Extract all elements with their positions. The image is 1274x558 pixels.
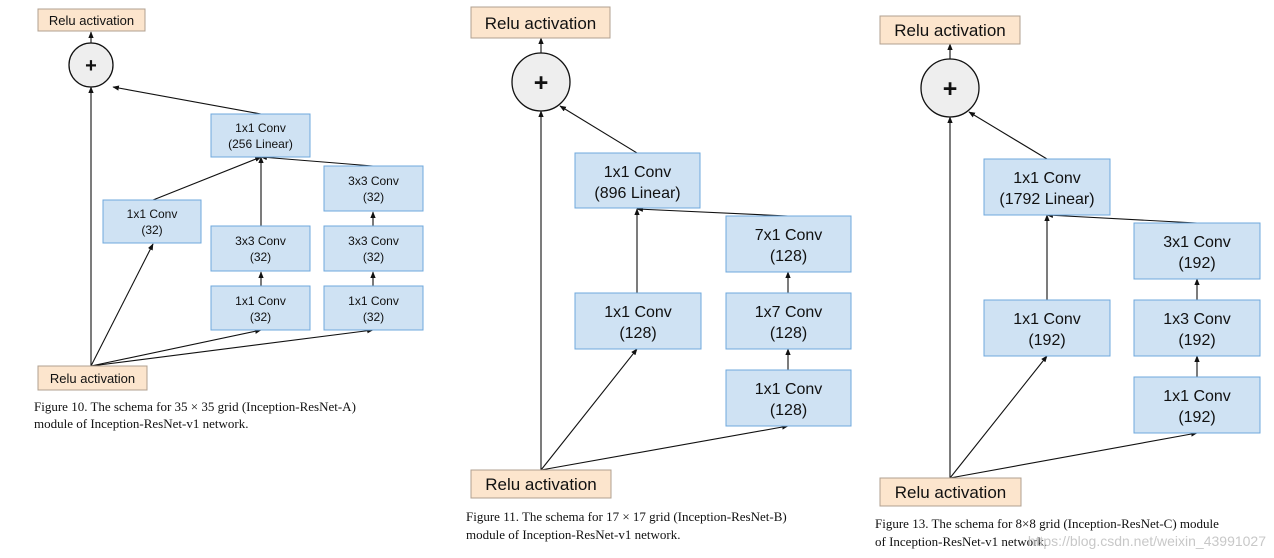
relu-label: Relu activation [894, 21, 1006, 40]
conv-linear-b: 1x1 Conv (896 Linear) [574, 152, 701, 209]
plus-label: + [943, 75, 958, 103]
conv-label: 1x1 Conv [604, 304, 672, 321]
diagram-inception-resnet-b: Relu activation + 1x1 Conv (896 Linear) … [466, 6, 852, 542]
add-node-b: + [511, 52, 571, 112]
conv-size-label: (32) [363, 310, 384, 324]
conv-branch3-top-a: 3x3 Conv (32) [323, 165, 424, 212]
diagram-inception-resnet-c: Relu activation + 1x1 Conv (1792 Linear)… [875, 15, 1261, 549]
caption-line-2: module of Inception-ResNet-v1 network. [34, 416, 248, 431]
relu-activation-top-c: Relu activation [879, 15, 1021, 45]
plus-label: + [534, 69, 549, 97]
relu-activation-bottom-a: Relu activation [37, 365, 148, 391]
conv-label: 1x1 Conv [127, 207, 178, 221]
conv-label: 1x1 Conv [235, 294, 286, 308]
conv-branch2-bottom-b: 1x1 Conv (128) [725, 369, 852, 427]
caption-b: Figure 11. The schema for 17 × 17 grid (… [466, 509, 787, 542]
conv-size-label: (192) [1178, 409, 1215, 426]
add-node-a: + [68, 42, 114, 88]
conv-label: 3x1 Conv [1163, 234, 1231, 251]
caption-line-1: Figure 11. The schema for 17 × 17 grid (… [466, 509, 787, 524]
conv-size-label: (128) [770, 402, 807, 419]
watermark: https://blog.csdn.net/weixin_43991027 [1028, 533, 1266, 549]
relu-activation-top-b: Relu activation [470, 6, 611, 39]
conv-label: 3x3 Conv [348, 174, 399, 188]
conv-size-label: (32) [363, 250, 384, 264]
conv-label: 3x3 Conv [235, 234, 286, 248]
conv-label: 1x1 Conv [1013, 170, 1081, 187]
conv-size-label: (896 Linear) [594, 185, 680, 202]
relu-label: Relu activation [49, 13, 134, 28]
relu-label: Relu activation [895, 483, 1007, 502]
conv-branch2-bottom-a: 1x1 Conv (32) [210, 285, 311, 331]
conv-label: 1x1 Conv [1163, 388, 1231, 405]
relu-label: Relu activation [485, 475, 597, 494]
conv-label: 1x1 Conv [755, 381, 823, 398]
caption-line-1: Figure 10. The schema for 35 × 35 grid (… [34, 399, 356, 414]
conv-linear-a: 1x1 Conv (256 Linear) [210, 113, 311, 158]
edges-b [538, 37, 791, 471]
conv-branch2-top-a: 3x3 Conv (32) [210, 225, 311, 272]
diagram-inception-resnet-a: Relu activation + 1x1 Conv (256 Linear) … [34, 8, 424, 431]
conv-branch1-c: 1x1 Conv (192) [983, 299, 1111, 357]
relu-activation-bottom-c: Relu activation [879, 477, 1022, 507]
conv-size-label: (1792 Linear) [999, 191, 1094, 208]
conv-label: 1x7 Conv [755, 304, 823, 321]
conv-label: 1x1 Conv [348, 294, 399, 308]
plus-label: + [85, 55, 97, 77]
conv-size-label: (128) [770, 248, 807, 265]
conv-size-label: (192) [1178, 255, 1215, 272]
edges-c [947, 43, 1200, 479]
relu-label: Relu activation [50, 371, 135, 386]
conv-branch3-bottom-a: 1x1 Conv (32) [323, 285, 424, 331]
conv-branch2-mid-c: 1x3 Conv (192) [1133, 299, 1261, 357]
conv-linear-c: 1x1 Conv (1792 Linear) [983, 158, 1111, 216]
conv-size-label: (32) [363, 190, 384, 204]
caption-line-2: of Inception-ResNet-v1 network. [875, 534, 1047, 549]
relu-label: Relu activation [485, 14, 597, 33]
edges-a [88, 31, 376, 367]
conv-size-label: (192) [1028, 332, 1065, 349]
conv-label: 3x3 Conv [348, 234, 399, 248]
conv-size-label: (128) [770, 325, 807, 342]
relu-activation-top-a: Relu activation [37, 8, 146, 32]
caption-line-2: module of Inception-ResNet-v1 network. [466, 527, 680, 542]
conv-label: 1x3 Conv [1163, 311, 1231, 328]
conv-size-label: (32) [141, 223, 162, 237]
conv-branch2-top-b: 7x1 Conv (128) [725, 215, 852, 273]
conv-label: 1x1 Conv [604, 164, 672, 181]
conv-branch1-b: 1x1 Conv (128) [574, 292, 702, 350]
caption-line-1: Figure 13. The schema for 8×8 grid (Ince… [875, 516, 1219, 531]
conv-size-label: (256 Linear) [228, 137, 293, 151]
conv-branch2-bottom-c: 1x1 Conv (192) [1133, 376, 1261, 434]
caption-c: Figure 13. The schema for 8×8 grid (Ince… [875, 516, 1219, 549]
conv-branch2-top-c: 3x1 Conv (192) [1133, 222, 1261, 280]
conv-size-label: (128) [619, 325, 656, 342]
conv-size-label: (32) [250, 310, 271, 324]
conv-branch2-mid-b: 1x7 Conv (128) [725, 292, 852, 350]
conv-branch1-a: 1x1 Conv (32) [102, 199, 202, 244]
conv-branch3-mid-a: 3x3 Conv (32) [323, 225, 424, 272]
conv-size-label: (32) [250, 250, 271, 264]
conv-size-label: (192) [1178, 332, 1215, 349]
relu-activation-bottom-b: Relu activation [470, 469, 612, 499]
add-node-c: + [920, 58, 980, 118]
conv-label: 1x1 Conv [235, 121, 286, 135]
conv-label: 7x1 Conv [755, 227, 823, 244]
conv-label: 1x1 Conv [1013, 311, 1081, 328]
caption-a: Figure 10. The schema for 35 × 35 grid (… [34, 399, 356, 431]
